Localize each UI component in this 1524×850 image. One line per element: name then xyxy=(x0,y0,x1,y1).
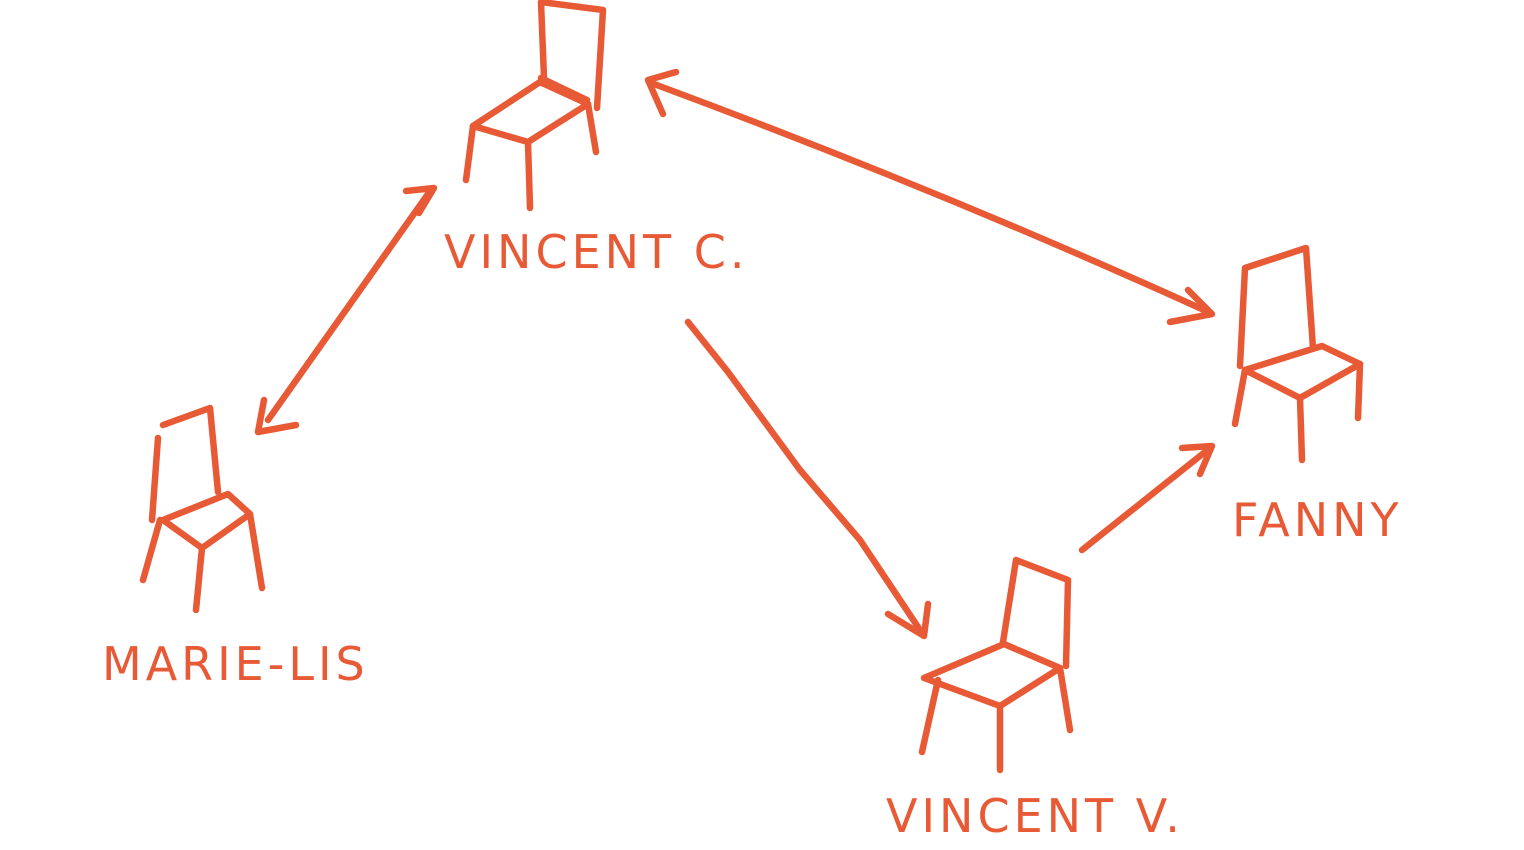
label-vincent-c: VINCENT C. xyxy=(444,225,749,279)
chair-icon-vincent-v xyxy=(918,556,1074,774)
edge-vincent-c-fanny xyxy=(644,68,1216,326)
edge-vincent-c-marie-lis xyxy=(254,184,438,436)
label-fanny: FANNY xyxy=(1232,493,1403,547)
label-marie-lis: MARIE-LIS xyxy=(102,637,369,691)
edge-vincent-v-fanny xyxy=(1078,442,1216,554)
chair-icon-marie-lis xyxy=(139,404,266,614)
label-vincent-v: VINCENT V. xyxy=(886,789,1184,843)
chair-icon-fanny xyxy=(1231,244,1364,464)
chair-icon-vincent-c xyxy=(462,0,607,212)
edge-vincent-c-vincent-v xyxy=(684,318,932,640)
